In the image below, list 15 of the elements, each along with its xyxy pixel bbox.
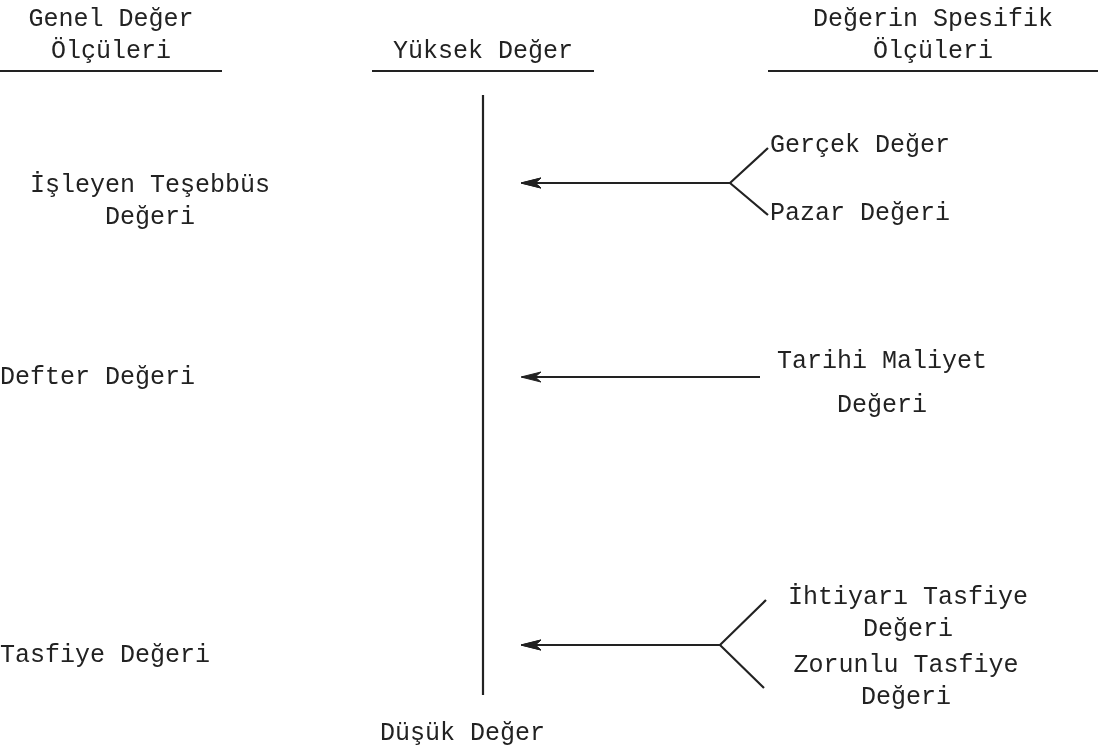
measure-text: İhtiyarı Tasfiye Değeri xyxy=(786,582,1029,646)
arrow xyxy=(520,371,760,383)
arrow xyxy=(520,639,765,689)
scale-top-label: Yüksek Değer xyxy=(372,36,594,72)
measure-text: Zorunlu Tasfiye Değeri xyxy=(792,650,1020,714)
column-heading: Genel Değer Ölçüleri xyxy=(0,4,222,72)
measure-text: Pazar Değeri xyxy=(770,198,952,230)
column-heading: Değerin Spesifik Ölçüleri xyxy=(768,4,1098,72)
general-measure-label: Tasfiye Değeri xyxy=(0,640,212,672)
general-measure-label: Defter Değeri xyxy=(0,362,197,394)
general-measure-label: İşleyen Teşebbüs Değeri xyxy=(28,170,271,234)
scale-bottom-label: Düşük Değer xyxy=(380,718,547,750)
measure-text: Gerçek Değer xyxy=(770,130,952,162)
measure-text: Tarihi Maliyet Değeri xyxy=(775,346,988,422)
arrow xyxy=(520,177,769,216)
